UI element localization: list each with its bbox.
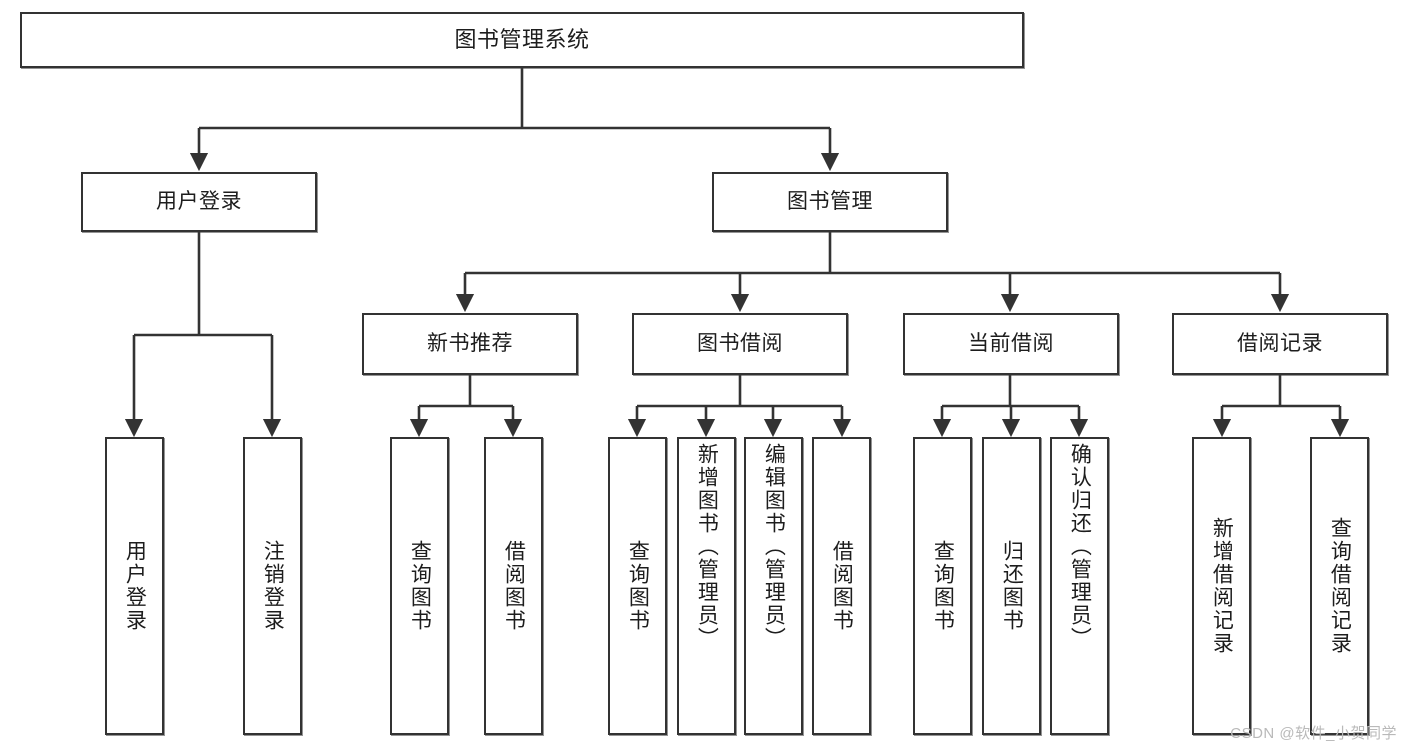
node-label: 借阅记录 — [1237, 332, 1323, 356]
node-borrow-record[interactable]: 借阅记录 — [1172, 313, 1388, 375]
leaf-text-wrap: 借阅图书 — [486, 439, 541, 733]
node-label: 新增借阅记录 — [1210, 517, 1234, 655]
node-book-borrow[interactable]: 图书借阅 — [632, 313, 848, 375]
node-leaf-add-book-admin[interactable]: 新增图书（管理员） — [677, 437, 736, 735]
node-label: 查询借阅记录 — [1328, 517, 1352, 655]
node-label: 借阅图书 — [502, 540, 526, 632]
node-leaf-query-book-current[interactable]: 查询图书 — [913, 437, 972, 735]
leaf-text-wrap: 注销登录 — [245, 439, 300, 733]
leaf-text-wrap: 用户登录 — [107, 439, 162, 733]
watermark-text: CSDN @软件_小贺同学 — [1230, 725, 1397, 742]
leaf-text-wrap: 查询图书 — [392, 439, 447, 733]
node-label: 图书管理系统 — [454, 26, 590, 52]
node-label: 查询图书 — [408, 540, 432, 632]
leaf-text-wrap: 归还图书 — [984, 439, 1039, 733]
leaf-text-wrap: 查询图书 — [610, 439, 665, 733]
node-leaf-add-borrow-record[interactable]: 新增借阅记录 — [1192, 437, 1251, 735]
leaf-text-wrap: 查询图书 — [915, 439, 970, 733]
node-label: 用户登录 — [156, 190, 242, 214]
node-root-book-management-system[interactable]: 图书管理系统 — [20, 12, 1024, 68]
leaf-text-wrap: 借阅图书 — [814, 439, 869, 733]
node-label: 确认归还（管理员） — [1068, 443, 1092, 650]
node-label: 查询图书 — [931, 540, 955, 632]
node-leaf-edit-book-admin[interactable]: 编辑图书（管理员） — [744, 437, 803, 735]
node-label: 注销登录 — [261, 540, 285, 632]
node-label: 图书管理 — [787, 190, 873, 214]
node-user-login[interactable]: 用户登录 — [81, 172, 317, 232]
leaf-text-wrap: 新增图书（管理员） — [679, 439, 734, 737]
node-leaf-logout-login[interactable]: 注销登录 — [243, 437, 302, 735]
leaf-text-wrap: 查询借阅记录 — [1312, 439, 1367, 733]
node-current-borrow[interactable]: 当前借阅 — [903, 313, 1119, 375]
node-leaf-return-book[interactable]: 归还图书 — [982, 437, 1041, 735]
node-leaf-user-login[interactable]: 用户登录 — [105, 437, 164, 735]
node-label: 新书推荐 — [427, 332, 513, 356]
node-leaf-borrow-book-recommend[interactable]: 借阅图书 — [484, 437, 543, 735]
node-leaf-query-borrow-record[interactable]: 查询借阅记录 — [1310, 437, 1369, 735]
leaf-text-wrap: 新增借阅记录 — [1194, 439, 1249, 733]
node-label: 查询图书 — [626, 540, 650, 632]
node-label: 当前借阅 — [968, 332, 1054, 356]
leaf-text-wrap: 编辑图书（管理员） — [746, 439, 801, 737]
node-leaf-query-book-borrow[interactable]: 查询图书 — [608, 437, 667, 735]
node-book-management[interactable]: 图书管理 — [712, 172, 948, 232]
node-label: 新增图书（管理员） — [695, 443, 719, 650]
leaf-text-wrap: 确认归还（管理员） — [1052, 439, 1107, 737]
node-label: 图书借阅 — [697, 332, 783, 356]
node-label: 用户登录 — [123, 540, 147, 632]
node-label: 归还图书 — [1000, 540, 1024, 632]
node-leaf-query-book-recommend[interactable]: 查询图书 — [390, 437, 449, 735]
node-label: 借阅图书 — [830, 540, 854, 632]
node-new-book-recommend[interactable]: 新书推荐 — [362, 313, 578, 375]
node-leaf-confirm-return-admin[interactable]: 确认归还（管理员） — [1050, 437, 1109, 735]
node-label: 编辑图书（管理员） — [762, 443, 786, 650]
node-leaf-borrow-book[interactable]: 借阅图书 — [812, 437, 871, 735]
